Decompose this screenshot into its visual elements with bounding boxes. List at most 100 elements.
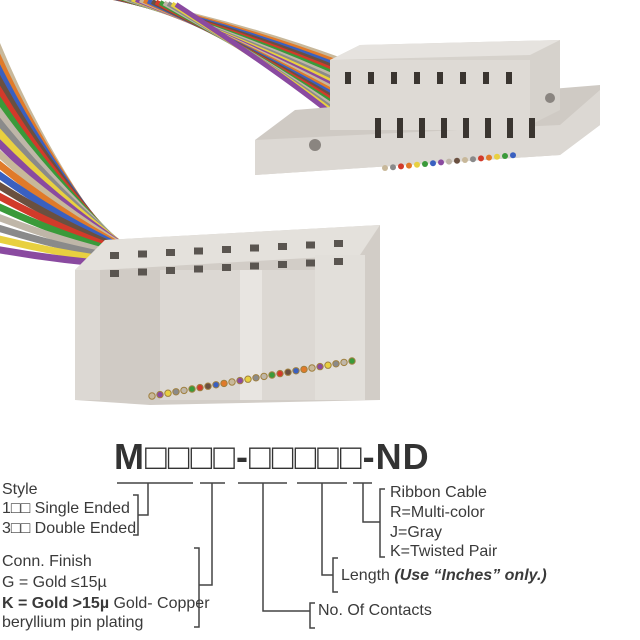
pin bbox=[228, 378, 236, 386]
pin bbox=[236, 376, 244, 385]
pin bbox=[284, 368, 292, 376]
pin bbox=[180, 386, 188, 395]
slot bbox=[419, 118, 425, 138]
pin bbox=[276, 369, 284, 378]
pin bbox=[148, 392, 156, 400]
cable-j: J=Gray bbox=[390, 524, 443, 541]
finish-k-rest: Gold- Copper bbox=[109, 595, 210, 612]
pin bbox=[292, 367, 300, 375]
slot bbox=[194, 247, 203, 255]
pin bbox=[196, 383, 204, 392]
pin bbox=[212, 381, 220, 389]
slot bbox=[138, 268, 147, 276]
length-label: Length (Use “Inches” only.) bbox=[341, 566, 547, 586]
pin bbox=[382, 165, 388, 171]
slot bbox=[345, 72, 351, 84]
top-connector bbox=[255, 40, 600, 175]
pin bbox=[446, 158, 452, 165]
slot bbox=[483, 72, 489, 84]
style-double: 3□□ Double Ended bbox=[2, 520, 137, 537]
finish-title: Conn. Finish bbox=[2, 553, 92, 570]
pin bbox=[414, 161, 420, 168]
slot bbox=[414, 72, 420, 84]
pin bbox=[438, 159, 444, 166]
pin bbox=[164, 389, 172, 397]
finish-k-bold: K = Gold >15µ bbox=[2, 595, 110, 612]
slot bbox=[334, 240, 343, 247]
slot bbox=[485, 118, 491, 138]
slot bbox=[397, 118, 403, 138]
slot bbox=[110, 270, 119, 277]
slot bbox=[166, 249, 175, 256]
pin bbox=[470, 156, 476, 163]
slot bbox=[506, 72, 512, 84]
pin bbox=[156, 390, 164, 399]
pin bbox=[172, 388, 180, 396]
pin bbox=[494, 153, 500, 160]
slot bbox=[166, 267, 175, 274]
contacts-label: No. Of Contacts bbox=[318, 602, 432, 619]
pin bbox=[220, 379, 228, 388]
cable-r: R=Multi-color bbox=[390, 504, 485, 521]
pin bbox=[478, 155, 484, 162]
pin bbox=[332, 360, 340, 368]
slot bbox=[306, 259, 315, 267]
length-text: Length bbox=[341, 567, 395, 584]
style-single: 1□□ Single Ended bbox=[2, 500, 130, 517]
pin bbox=[260, 372, 268, 381]
cable-assembly-illustration bbox=[0, 0, 600, 405]
pin bbox=[300, 365, 308, 374]
slot bbox=[222, 246, 231, 253]
pin bbox=[398, 163, 404, 170]
pin bbox=[316, 362, 324, 371]
slot bbox=[441, 118, 447, 138]
slot bbox=[334, 258, 343, 265]
slot bbox=[529, 118, 535, 138]
slot bbox=[278, 243, 287, 250]
finish-k-line2: beryllium pin plating bbox=[2, 614, 144, 631]
pin bbox=[486, 154, 492, 161]
pin bbox=[308, 364, 316, 372]
pin bbox=[340, 358, 348, 367]
length-note: (Use “Inches” only.) bbox=[394, 567, 547, 584]
style-title: Style bbox=[2, 481, 38, 498]
pin bbox=[390, 164, 396, 171]
pin bbox=[510, 152, 516, 159]
pin bbox=[204, 382, 212, 390]
part-number-template: M□□□□-□□□□□-ND bbox=[114, 436, 430, 477]
slot bbox=[138, 250, 147, 258]
ribbon-cable-top bbox=[112, 0, 342, 123]
pin bbox=[324, 361, 332, 369]
slot bbox=[222, 264, 231, 271]
pin bbox=[252, 374, 260, 382]
pin bbox=[454, 157, 460, 164]
slot bbox=[278, 261, 287, 268]
pin bbox=[422, 161, 428, 167]
pin bbox=[502, 153, 508, 159]
slot bbox=[507, 118, 513, 138]
slot bbox=[463, 118, 469, 138]
slot bbox=[460, 72, 466, 84]
slot bbox=[391, 72, 397, 84]
cable-k: K=Twisted Pair bbox=[390, 543, 498, 560]
slot bbox=[250, 244, 259, 252]
pin bbox=[406, 162, 412, 169]
slot bbox=[306, 241, 315, 249]
slot bbox=[368, 72, 374, 84]
pin bbox=[430, 160, 436, 167]
bottom-connector bbox=[75, 225, 380, 405]
slot bbox=[110, 252, 119, 259]
finish-g: G = Gold ≤15µ bbox=[2, 574, 107, 591]
finish-k: K = Gold >15µ Gold- Copper bbox=[2, 594, 210, 614]
pin bbox=[348, 357, 356, 365]
slot bbox=[194, 265, 203, 273]
cable-title: Ribbon Cable bbox=[390, 484, 487, 501]
pin bbox=[268, 371, 276, 379]
pin bbox=[462, 157, 468, 163]
pin bbox=[188, 385, 196, 393]
slot bbox=[250, 262, 259, 270]
slot bbox=[375, 118, 381, 138]
slot bbox=[437, 72, 443, 84]
